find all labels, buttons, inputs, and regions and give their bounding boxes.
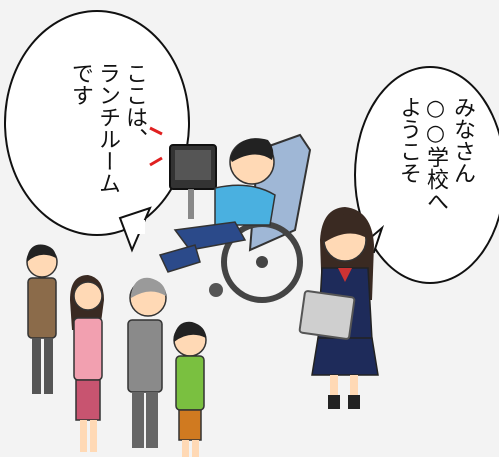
speech-bubble-right: みなさん ○○学校へ ようこそ bbox=[354, 66, 499, 284]
speech-text-right: みなさん ○○学校へ ようこそ bbox=[396, 96, 475, 212]
boy-figure bbox=[173, 321, 207, 457]
elderly-man-figure bbox=[127, 277, 167, 448]
girl-with-tablet bbox=[298, 207, 379, 409]
wheelchair-boy bbox=[149, 126, 312, 303]
speech-bubble-left: ここは、 ランチルーム です bbox=[4, 10, 190, 236]
woman-figure bbox=[70, 275, 104, 452]
tail-mask-left bbox=[135, 220, 145, 234]
man-figure bbox=[26, 244, 58, 394]
speech-text-left: ここは、 ランチルーム です bbox=[68, 62, 147, 194]
